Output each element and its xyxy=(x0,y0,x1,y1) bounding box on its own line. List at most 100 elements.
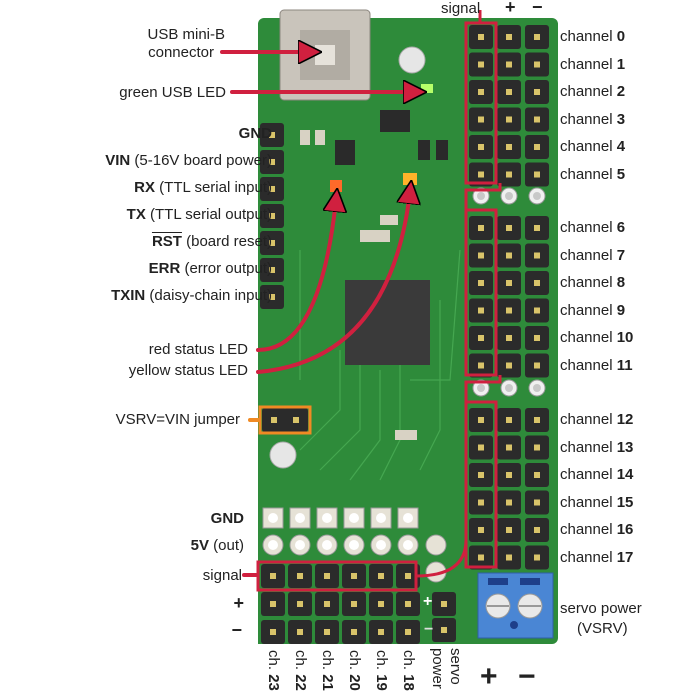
header-pin xyxy=(324,601,330,607)
usb-mini-b-connector xyxy=(279,9,371,101)
header-pin xyxy=(534,417,540,423)
header-pin xyxy=(269,213,275,219)
pin-name: RST xyxy=(151,233,182,250)
channel-number: 4 xyxy=(616,138,626,155)
pin-description: (TTL serial input) xyxy=(155,179,272,196)
header-pin xyxy=(506,171,512,178)
green-usb-led xyxy=(421,84,433,93)
header-pin xyxy=(478,280,484,286)
header-pin xyxy=(506,335,512,341)
bottom-channel-label: ch. 21 xyxy=(319,650,336,691)
usb-connector-label-line1: USB mini-B xyxy=(147,26,225,43)
channel-number: 7 xyxy=(616,246,626,264)
terminal-label-line1: servo power xyxy=(560,600,642,617)
channel-number: 5 xyxy=(616,165,626,183)
pcb-traces xyxy=(299,249,461,481)
channel-number: 13 xyxy=(616,438,634,456)
header-pin xyxy=(297,629,303,635)
header-pin xyxy=(506,89,512,95)
mounting-hole xyxy=(398,46,426,74)
gnd-pad-hole xyxy=(268,513,278,523)
mounting-hole xyxy=(269,441,297,469)
header-pin xyxy=(378,629,384,635)
red-led-label: red status LED xyxy=(148,341,248,358)
channel-label: channel 9 xyxy=(560,302,625,320)
pad-hole xyxy=(533,192,541,200)
header-pin xyxy=(534,225,540,231)
gnd-pad-hole xyxy=(295,513,305,523)
5v-pad-hole xyxy=(295,540,305,550)
green-led-label: green USB LED xyxy=(119,84,226,101)
header-pin xyxy=(378,573,384,579)
channel-number: 15 xyxy=(616,493,634,511)
5v-pad-hole xyxy=(376,540,386,550)
left-header xyxy=(260,123,284,309)
pin-name: TXIN xyxy=(111,287,146,304)
microcontroller-chip xyxy=(345,280,430,365)
header-pin xyxy=(269,186,275,192)
5v-pad-hole xyxy=(322,540,332,550)
channel-label: channel 14 xyxy=(560,466,633,484)
header-pin xyxy=(269,159,275,165)
header-pin xyxy=(534,280,540,286)
left-pin-label: ERR (error output) xyxy=(149,260,272,278)
header-pin xyxy=(506,362,512,369)
channel-label: channel 7 xyxy=(560,247,625,265)
header-pin xyxy=(351,601,357,607)
header-pin xyxy=(269,240,275,246)
header-pin xyxy=(506,34,512,40)
header-pin xyxy=(478,225,484,231)
header-pin xyxy=(324,573,330,579)
header-pin xyxy=(441,627,447,633)
servo-power-terminal-block xyxy=(477,572,554,639)
channel-label: channel 17 xyxy=(560,549,633,567)
header-pin xyxy=(534,252,540,259)
channel-word: channel xyxy=(560,165,617,183)
channel-word: channel xyxy=(560,493,617,511)
header-pin xyxy=(534,144,540,150)
header-pin xyxy=(270,573,276,579)
header-pin xyxy=(534,444,540,451)
pin-description: (error output) xyxy=(180,260,272,277)
channel-word: channel xyxy=(560,55,617,73)
channel-label: channel 4 xyxy=(560,138,625,156)
pad-hole xyxy=(477,384,485,392)
bottom-channel-label: ch. 22 xyxy=(292,650,309,691)
header-pin xyxy=(405,629,411,635)
pad-hole xyxy=(505,384,513,392)
channel-label: channel 3 xyxy=(560,111,625,129)
pin-description: (TTL serial output) xyxy=(145,206,272,223)
5v-pad-hole xyxy=(268,540,278,550)
channel-number: 3 xyxy=(616,110,626,128)
bottom-channel-label: ch. 23 xyxy=(265,650,282,691)
header-pin xyxy=(351,573,357,579)
header-pin xyxy=(478,417,484,423)
terminal-label-line2: (VSRV) xyxy=(577,620,628,637)
channel-word: channel xyxy=(560,274,617,291)
header-pin xyxy=(506,527,512,533)
pin-name: GND xyxy=(238,125,272,142)
5v-pad-hole xyxy=(349,540,359,550)
header-pin xyxy=(506,444,512,451)
header-pin xyxy=(478,472,484,478)
channel-word: channel xyxy=(560,548,617,566)
channel-number: 1 xyxy=(616,55,626,73)
header-pin xyxy=(534,116,540,123)
servo-power-pins-label-line2: power xyxy=(429,648,446,689)
channel-number: 14 xyxy=(616,466,634,483)
pin-name: ERR xyxy=(148,260,181,277)
right-servo-header xyxy=(469,25,549,570)
header-pin xyxy=(378,601,384,607)
channel-label: channel 1 xyxy=(560,56,625,74)
channel-label: channel 2 xyxy=(560,83,625,101)
header-pin xyxy=(269,132,275,138)
header-pin xyxy=(441,601,447,607)
highlight-outlines xyxy=(256,10,502,592)
header-pin xyxy=(270,629,276,635)
channel-label: channel 11 xyxy=(560,357,633,375)
left-pin-label: TX (TTL serial output) xyxy=(127,206,272,224)
servo-power-pins-minus: − xyxy=(424,621,434,638)
gnd-pad-hole xyxy=(349,513,359,523)
header-pin xyxy=(297,601,303,607)
header-pin xyxy=(534,89,540,95)
